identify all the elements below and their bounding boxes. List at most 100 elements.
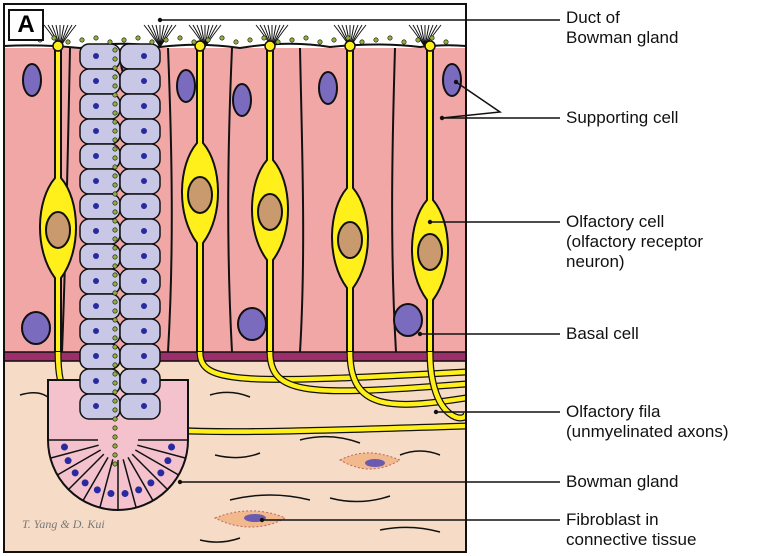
label-line: Olfactory fila (566, 402, 729, 422)
basal-cell-nucleus (394, 304, 422, 336)
duct-cell-nucleus (93, 203, 99, 209)
secretion-granule (150, 40, 154, 44)
label-line: connective tissue (566, 530, 696, 550)
duct-cell-nucleus (141, 128, 147, 134)
secretion-granule (416, 38, 420, 42)
secretion-granule (276, 40, 280, 44)
label-line: (olfactory receptor (566, 232, 703, 252)
secretion-granule (66, 40, 70, 44)
secretion-granule (113, 75, 117, 79)
secretion-granule (113, 390, 117, 394)
secretion-granule (113, 345, 117, 349)
secretion-granule (113, 246, 117, 250)
secretion-granule (290, 38, 294, 42)
secretion-granule (332, 38, 336, 42)
duct-cell-nucleus (141, 78, 147, 84)
gland-nucleus (135, 486, 142, 493)
secretion-granule (113, 111, 117, 115)
supporting-cell-nucleus (23, 64, 41, 96)
label-olfactory-cell: Olfactory cell (olfactory receptor neuro… (566, 212, 703, 272)
duct-cell (120, 194, 160, 219)
secretion-granule (113, 291, 117, 295)
gland-nucleus (164, 457, 171, 464)
duct-cell-nucleus (141, 53, 147, 59)
secretion-granule (113, 453, 117, 457)
duct-cell-nucleus (93, 378, 99, 384)
secretion-granule (113, 84, 117, 88)
secretion-granule (113, 372, 117, 376)
secretion-granule (444, 40, 448, 44)
secretion-granule (113, 201, 117, 205)
olfactory-knob (265, 41, 275, 51)
duct-cell (120, 94, 160, 119)
duct-cell-nucleus (93, 278, 99, 284)
secretion-granule (220, 36, 224, 40)
label-fibroblast: Fibroblast in connective tissue (566, 510, 696, 550)
secretion-granule (234, 40, 238, 44)
duct-cell (120, 69, 160, 94)
secretion-granule (122, 38, 126, 42)
secretion-granule (113, 264, 117, 268)
secretion-granule (113, 120, 117, 124)
secretion-granule (113, 426, 117, 430)
panel-letter: A (8, 9, 44, 41)
secretion-granule (113, 138, 117, 142)
duct-cell-nucleus (93, 403, 99, 409)
duct-cell (80, 69, 120, 94)
duct-cell-nucleus (141, 278, 147, 284)
secretion-granule (94, 36, 98, 40)
duct-cell-nucleus (141, 228, 147, 234)
secretion-granule (248, 38, 252, 42)
secretion-granule (113, 174, 117, 178)
neuron-nucleus (258, 194, 282, 230)
gland-nucleus (61, 444, 68, 451)
secretion-granule (113, 417, 117, 421)
label-olfactory-fila: Olfactory fila (unmyelinated axons) (566, 402, 729, 442)
duct-cell (120, 344, 160, 369)
gland-nucleus (122, 490, 129, 497)
neuron-nucleus (188, 177, 212, 213)
duct-cell-nucleus (93, 128, 99, 134)
gland-nucleus (65, 457, 72, 464)
basement-membrane (4, 352, 466, 361)
secretion-granule (113, 66, 117, 70)
secretion-granule (113, 93, 117, 97)
duct-cell (120, 144, 160, 169)
secretion-granule (113, 282, 117, 286)
label-line: Duct of (566, 8, 678, 28)
duct-cell-nucleus (93, 178, 99, 184)
gland-nucleus (107, 490, 114, 497)
secretion-granule (113, 255, 117, 259)
secretion-granule (136, 36, 140, 40)
duct-cell-nucleus (141, 178, 147, 184)
supporting-cell-nucleus (233, 84, 251, 116)
label-line: (unmyelinated axons) (566, 422, 729, 442)
duct-cell-nucleus (93, 228, 99, 234)
duct-cell-nucleus (93, 303, 99, 309)
duct-cell (80, 194, 120, 219)
duct-cell (120, 294, 160, 319)
secretion-granule (52, 36, 56, 40)
secretion-granule (262, 36, 266, 40)
label-bowman-gland: Bowman gland (566, 472, 678, 492)
secretion-granule (113, 147, 117, 151)
secretion-granule (113, 309, 117, 313)
label-line: Basal cell (566, 324, 639, 344)
duct-cell (120, 219, 160, 244)
secretion-granule (113, 102, 117, 106)
label-line: Bowman gland (566, 472, 678, 492)
neuron-nucleus (418, 234, 442, 270)
bowman-gland-duct (80, 44, 160, 419)
duct-cell-nucleus (141, 378, 147, 384)
gland-nucleus (157, 469, 164, 476)
olfactory-knob (345, 41, 355, 51)
secretion-granule (113, 228, 117, 232)
olfactory-knob (195, 41, 205, 51)
secretion-granule (113, 129, 117, 133)
gland-nucleus (168, 444, 175, 451)
basal-cell-nucleus (22, 312, 50, 344)
secretion-granule (360, 40, 364, 44)
secretion-granule (113, 219, 117, 223)
neuron-nucleus (46, 212, 70, 248)
duct-cell (120, 119, 160, 144)
